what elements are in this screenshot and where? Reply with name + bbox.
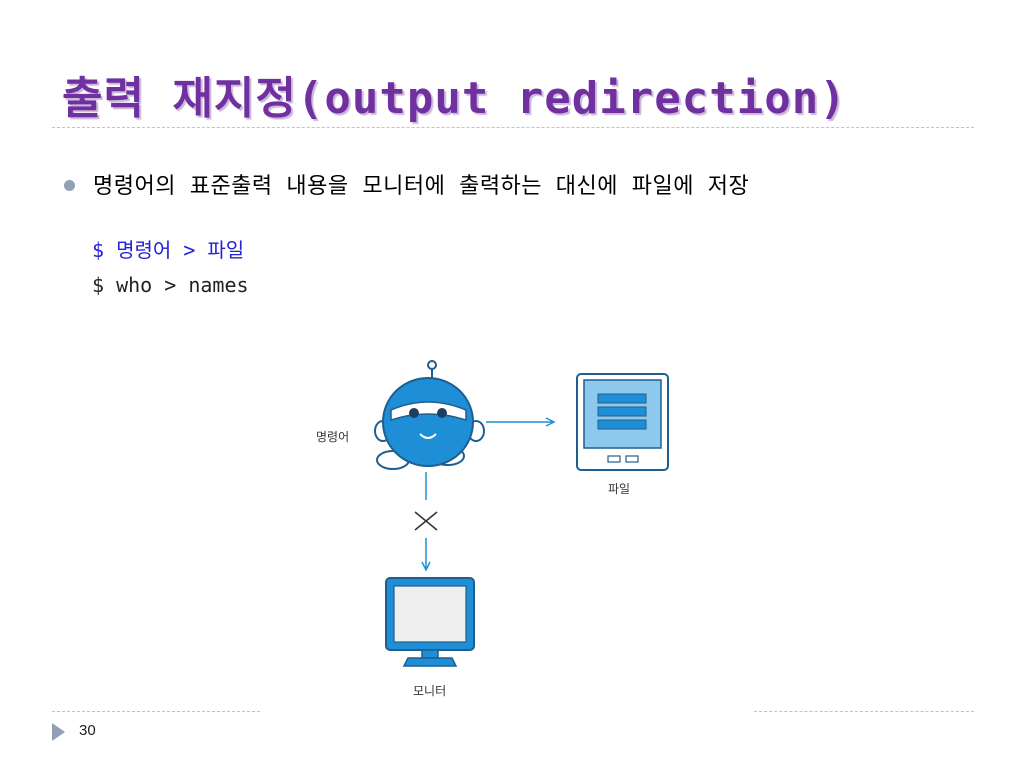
arrow-right-icon: [486, 417, 556, 427]
title-divider: [52, 127, 974, 128]
monitor-icon: [385, 577, 475, 667]
diagram-graphics: [374, 360, 669, 667]
footer-divider-right: [754, 711, 974, 712]
redirection-diagram: 명령어 파일 모니터: [300, 350, 720, 710]
monitor-label: 모니터: [413, 684, 447, 698]
page-number: 30: [79, 722, 96, 739]
bullet-dot-icon: [64, 180, 75, 191]
blocked-arrow-icon: [414, 472, 438, 572]
robot-character-icon: [374, 360, 485, 470]
footer-divider-left: [52, 711, 260, 712]
file-label: 파일: [608, 482, 631, 496]
command-label: 명령어: [316, 430, 350, 444]
syntax-line: $ 명령어 > 파일: [92, 238, 245, 262]
bullet-text: 명령어의 표준출력 내용을 모니터에 출력하는 대신에 파일에 저장: [93, 174, 750, 199]
example-line: $ who > names: [92, 273, 249, 297]
slide-title: 출력 재지정(output redirection): [62, 73, 847, 124]
file-tablet-icon: [576, 373, 669, 471]
page-arrow-icon: [52, 723, 65, 741]
